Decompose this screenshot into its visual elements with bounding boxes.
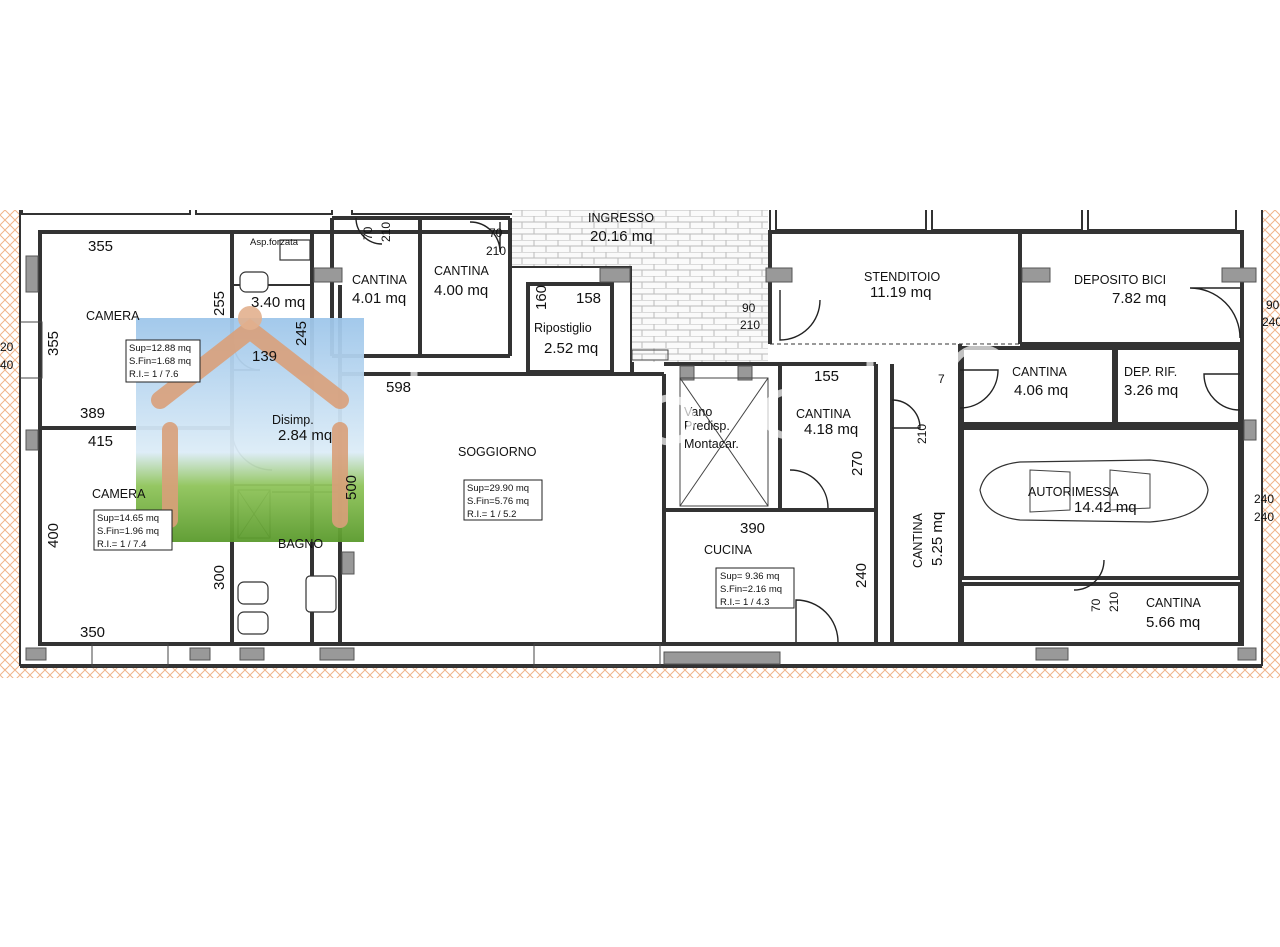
door-70-b: 70 — [489, 226, 503, 240]
camera2-ri: R.I.= 1 / 7.4 — [97, 539, 146, 550]
cantina5-name: CANTINA — [911, 512, 925, 568]
cucina-sup: Sup= 9.36 mq — [720, 571, 779, 582]
dep-rif-area: 3.26 mq — [1124, 382, 1178, 399]
ingresso-name: INGRESSO — [588, 211, 654, 225]
cantina4-area: 4.06 mq — [1014, 382, 1068, 399]
wc-area: 3.40 mq — [251, 294, 305, 311]
exterior-hatch — [0, 210, 1280, 678]
wall-blocks — [19, 255, 1257, 667]
cantina3-d-side: 270 — [849, 451, 866, 476]
camera1-d-side: 355 — [45, 331, 62, 356]
deposito-bici-name: DEPOSITO BICI — [1074, 273, 1166, 287]
wc-d-side: 255 — [211, 291, 228, 316]
cucina-ri: R.I.= 1 / 4.3 — [720, 597, 769, 608]
vano-line2: Predisp. — [684, 419, 730, 433]
soggiorno-d-top: 598 — [386, 379, 411, 396]
autorimessa-name: AUTORIMESSA — [1028, 485, 1119, 499]
cantina3-d-top: 155 — [814, 368, 839, 385]
wc-name: Asp.forzata — [250, 237, 299, 248]
vano-line3: Montacar. — [684, 437, 739, 451]
door-dimensions: 70 210 70 210 90 210 90 240 20 40 7 210 … — [0, 222, 1280, 612]
ingresso-floor — [512, 210, 768, 362]
door-70-a: 70 — [361, 226, 375, 240]
door-90-b: 90 — [1266, 298, 1280, 312]
deposito-bici-area: 7.82 mq — [1112, 290, 1166, 307]
camera1-name: CAMERA — [86, 309, 140, 323]
cantina3-area: 4.18 mq — [804, 421, 858, 438]
car-icon — [979, 459, 1209, 523]
cantina6-name: CANTINA — [1146, 596, 1202, 610]
door-40: 40 — [0, 358, 14, 372]
soggiorno-ri: R.I.= 1 / 5.2 — [467, 509, 516, 520]
disimp-name: Disimp. — [272, 413, 314, 427]
door-240-c: 240 — [1254, 510, 1274, 524]
stenditoio-name: STENDITOIO — [864, 270, 940, 284]
cantina6-area: 5.66 mq — [1146, 614, 1200, 631]
soggiorno-name: SOGGIORNO — [458, 445, 537, 459]
camera2-sfin: S.Fin=1.96 mq — [97, 526, 159, 537]
dep-rif-name: DEP. RIF. — [1124, 365, 1177, 379]
cantina2-area: 4.00 mq — [434, 282, 488, 299]
cantina4-name: CANTINA — [1012, 365, 1068, 379]
camera1-d-top: 355 — [88, 238, 113, 255]
camera2-d-top: 415 — [88, 433, 113, 450]
ripostiglio-area: 2.52 mq — [544, 340, 598, 357]
camera2-d-side: 400 — [45, 523, 62, 548]
ripostiglio-name: Ripostiglio — [534, 321, 592, 335]
soggiorno-sup: Sup=29.90 mq — [467, 483, 529, 494]
door-70-c: 70 — [1089, 598, 1103, 612]
camera1-sfin: S.Fin=1.68 mq — [129, 356, 191, 367]
cucina-d-side: 240 — [853, 563, 870, 588]
bagno-name: BAGNO — [278, 537, 323, 551]
ripostiglio-d-b: 158 — [576, 290, 601, 307]
cantina3-name: CANTINA — [796, 407, 852, 421]
bagno-d-side: 500 — [343, 475, 360, 500]
soggiorno-sfin: S.Fin=5.76 mq — [467, 496, 529, 507]
bagno-d-side2: 300 — [211, 565, 228, 590]
door-20: 20 — [0, 340, 14, 354]
cantina1-name: CANTINA — [352, 273, 408, 287]
autorimessa-area: 14.42 mq — [1074, 499, 1137, 516]
room-labels: 355 CAMERA 355 389 Sup=12.88 mq S.Fin=1.… — [45, 211, 1202, 641]
watermark — [410, 344, 1014, 446]
camera1-ri: R.I.= 1 / 7.6 — [129, 369, 178, 380]
camera1-d-bottom: 389 — [80, 405, 105, 422]
door-240-b: 240 — [1254, 492, 1274, 506]
cantina2-name: CANTINA — [434, 264, 490, 278]
camera2-d-bottom: 350 — [80, 624, 105, 641]
door-7: 7 — [938, 372, 945, 386]
cucina-name: CUCINA — [704, 543, 753, 557]
door-210-a: 210 — [379, 222, 393, 242]
cucina-sfin: S.Fin=2.16 mq — [720, 584, 782, 595]
camera1-sup: Sup=12.88 mq — [129, 343, 191, 354]
door-210-b: 210 — [486, 244, 506, 258]
door-210-d: 210 — [915, 424, 929, 444]
door-240-a: 240 — [1262, 315, 1280, 329]
door-90-a: 90 — [742, 301, 756, 315]
ripostiglio-d-a: 160 — [533, 285, 550, 310]
cucina-d-top: 390 — [740, 520, 765, 537]
stenditoio-area: 11.19 mq — [870, 284, 931, 301]
door-210-c: 210 — [740, 318, 760, 332]
camera2-sup: Sup=14.65 mq — [97, 513, 159, 524]
disimp-d-side: 245 — [293, 321, 310, 346]
disimp-d-top: 139 — [252, 348, 277, 365]
cantina5-area: 5.25 mq — [929, 512, 946, 566]
disimp-area: 2.84 mq — [278, 427, 332, 444]
camera2-name: CAMERA — [92, 487, 146, 501]
ingresso-area: 20.16 mq — [590, 228, 653, 245]
cantina1-area: 4.01 mq — [352, 290, 406, 307]
door-210-e: 210 — [1107, 592, 1121, 612]
